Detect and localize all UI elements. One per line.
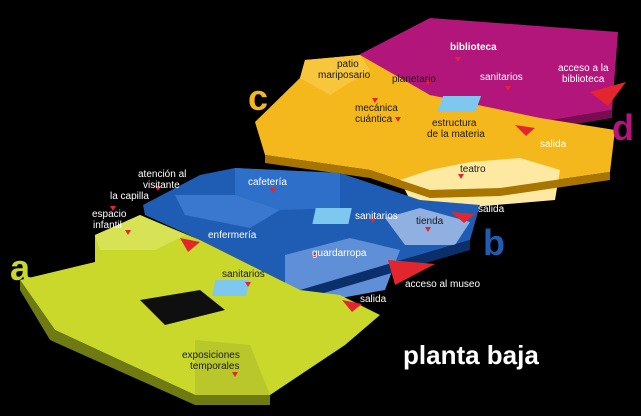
courtyard-void [140, 290, 225, 325]
zone-letter-d: d [612, 107, 634, 148]
zone-letter-c: c [248, 77, 268, 118]
label-espacio-1: espacio [92, 209, 127, 220]
label-sanitarios-a: sanitarios [222, 269, 265, 280]
label-salida-c: salida [540, 139, 567, 150]
label-mecanica-2: cuántica [355, 114, 393, 125]
sanitarios-icons [212, 96, 482, 296]
label-cafeteria: cafetería [248, 177, 287, 188]
zone-a-block[interactable] [20, 215, 380, 405]
label-tienda: tienda [416, 216, 444, 227]
label-estructura-2: de la materia [427, 129, 485, 140]
label-salida-a: salida [360, 294, 387, 305]
zone-b-block[interactable] [143, 168, 480, 300]
label-acceso-biblioteca-1: acceso a la [558, 63, 609, 74]
label-capilla: la capilla [110, 191, 149, 202]
label-mecanica-1: mecánica [355, 103, 398, 114]
label-planetario: planetario [392, 74, 436, 85]
label-acceso-museo: acceso al museo [405, 279, 480, 290]
zone-letters: a b c d [10, 77, 634, 288]
label-exposiciones-1: exposiciones [182, 350, 240, 361]
zone-letter-b: b [483, 222, 505, 263]
label-exposiciones-2: temporales [190, 361, 239, 372]
label-espacio-2: infantil [93, 220, 122, 231]
room-labels: biblioteca acceso a la biblioteca sanita… [92, 42, 609, 372]
label-teatro: teatro [460, 164, 486, 175]
label-sanitarios-d: sanitarios [480, 72, 523, 83]
main-entrance-arrow [388, 260, 435, 285]
label-atencion-1: atención al [138, 169, 186, 180]
label-biblioteca: biblioteca [450, 42, 497, 53]
zone-c-block[interactable] [255, 55, 615, 208]
label-sanitarios-b: sanitarios [355, 211, 398, 222]
label-acceso-biblioteca-2: biblioteca [562, 74, 605, 85]
label-estructura-1: estructura [432, 118, 477, 129]
label-atencion-2: visitante [143, 180, 180, 191]
label-patio-2: mariposario [318, 70, 371, 81]
label-guardarropa: guardarropa [312, 248, 367, 259]
zone-letter-a: a [10, 247, 31, 288]
map-title: planta baja [403, 340, 539, 370]
location-markers [110, 57, 626, 377]
label-patio-1: patio [337, 59, 359, 70]
label-enfermeria: enfermería [208, 230, 257, 241]
label-salida-b: salida [478, 204, 505, 215]
